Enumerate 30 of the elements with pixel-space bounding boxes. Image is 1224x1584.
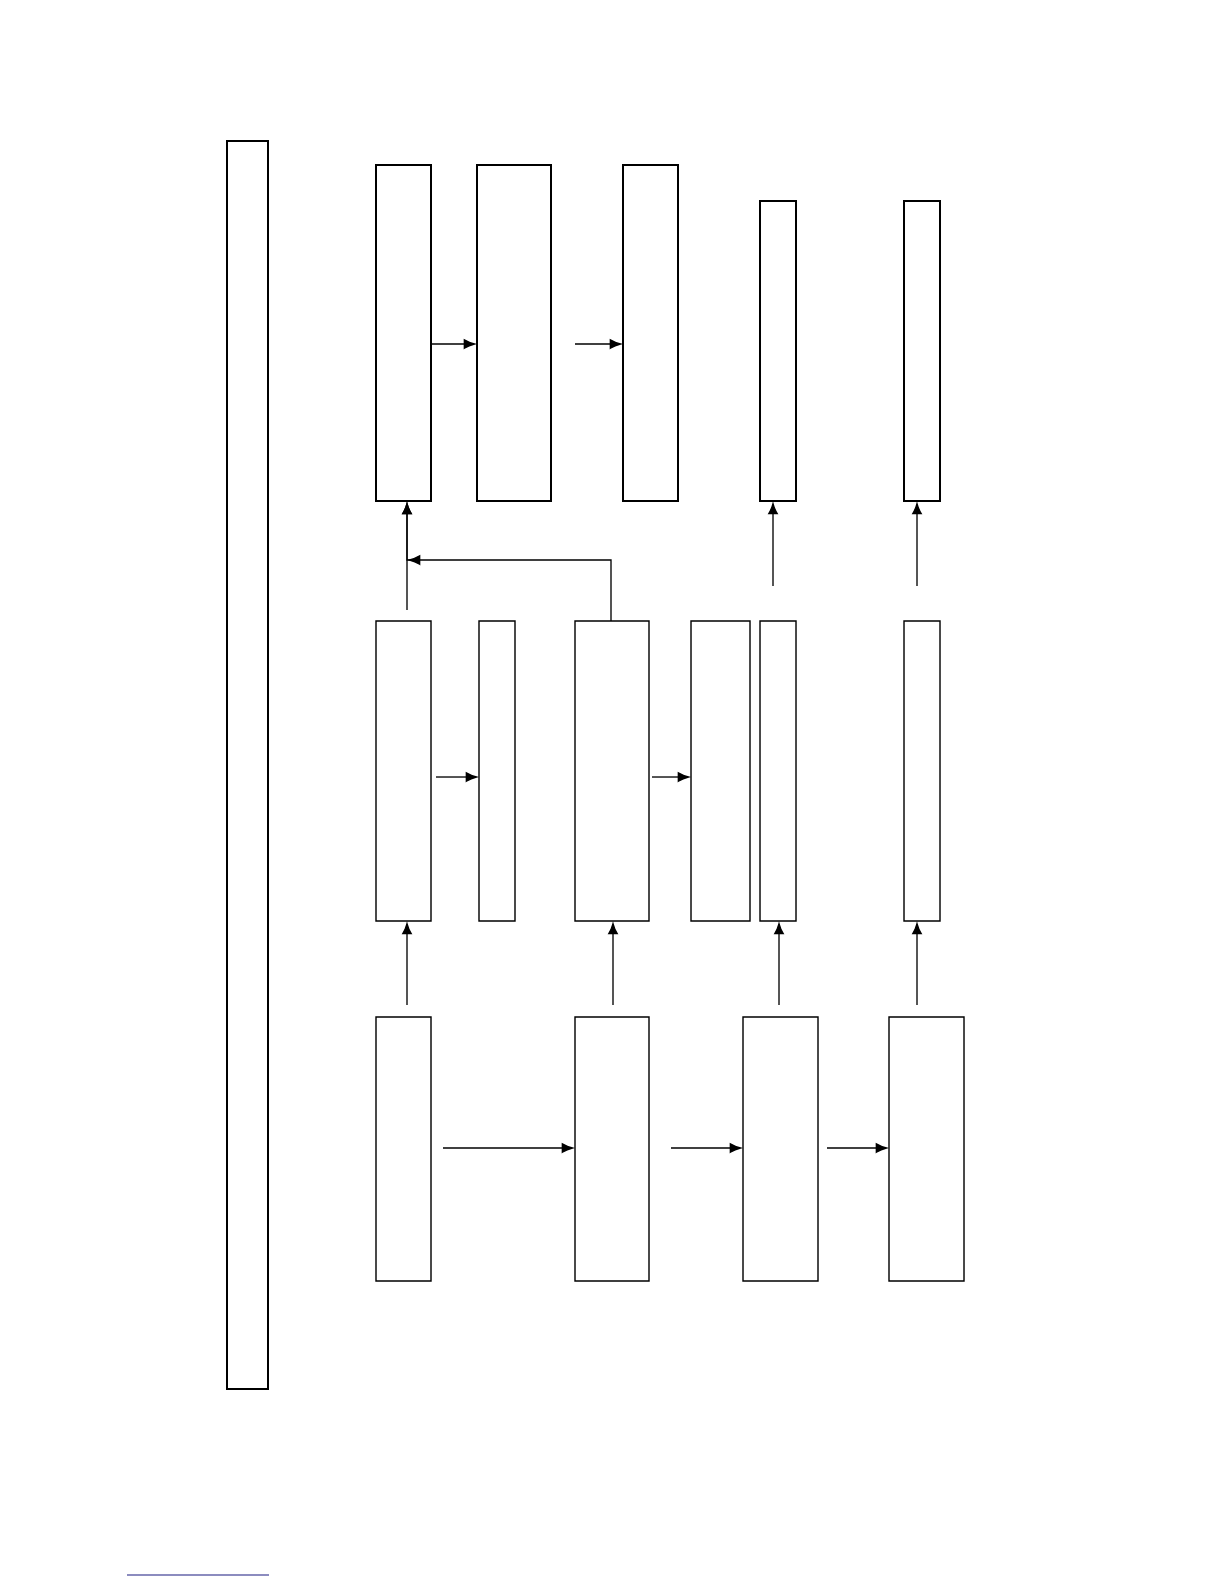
arrow xyxy=(774,922,784,1006)
arrow xyxy=(826,1143,888,1153)
arrow xyxy=(402,502,612,622)
arrow xyxy=(402,922,412,1006)
block xyxy=(375,1016,432,1282)
block xyxy=(622,164,679,502)
block xyxy=(888,1016,965,1282)
arrow xyxy=(574,339,622,349)
arrow xyxy=(430,339,476,349)
block xyxy=(903,200,941,502)
block xyxy=(476,164,552,502)
block xyxy=(759,620,797,922)
block xyxy=(690,620,751,922)
arrow xyxy=(912,502,922,587)
block xyxy=(903,620,941,922)
block xyxy=(574,1016,650,1282)
block xyxy=(478,620,516,922)
block xyxy=(759,200,797,502)
arrow xyxy=(442,1143,574,1153)
arrow xyxy=(608,922,618,1006)
arrow xyxy=(651,772,690,782)
block xyxy=(226,140,269,1390)
block xyxy=(574,620,650,922)
arrow xyxy=(670,1143,742,1153)
block xyxy=(742,1016,819,1282)
arrow xyxy=(435,772,478,782)
block xyxy=(375,164,432,502)
arrow xyxy=(912,922,922,1006)
arrow xyxy=(768,502,778,587)
block xyxy=(375,620,432,922)
